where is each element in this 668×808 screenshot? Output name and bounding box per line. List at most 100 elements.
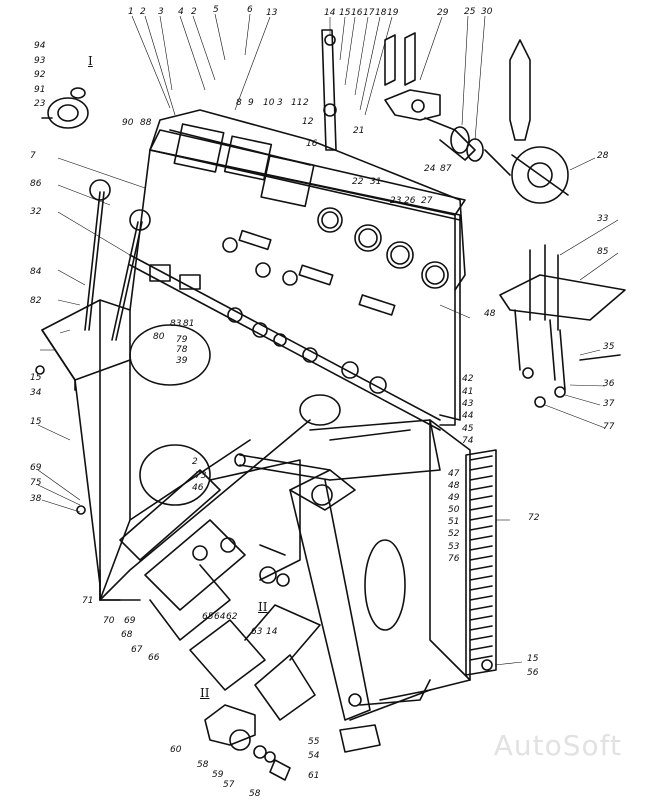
- callout-12: 16: [306, 139, 318, 149]
- callout-83: 81: [183, 319, 195, 329]
- callout-69a: 75: [30, 478, 42, 488]
- callout-48a: 15: [30, 373, 42, 383]
- callout-23: 24: [424, 164, 436, 174]
- callout-8: 9: [248, 98, 254, 108]
- callout-2c: 12: [302, 117, 314, 127]
- callout-43: 44: [462, 411, 474, 421]
- callout-61: 60: [170, 745, 182, 755]
- callout-34: 35: [603, 342, 615, 352]
- callout-74: 2: [192, 457, 198, 467]
- callout-52: 53: [448, 542, 460, 552]
- grille-block: [465, 449, 497, 676]
- callout-90: 88: [140, 118, 152, 128]
- callout-47: 48: [448, 481, 460, 491]
- callout-55: 54: [308, 751, 320, 761]
- callout-13: 13: [266, 8, 278, 18]
- dashboard: [149, 109, 466, 291]
- callout-80: 79: [176, 335, 188, 345]
- callout-10: 3: [277, 98, 283, 108]
- callout-53: 76: [448, 554, 460, 564]
- callout-6: 6: [247, 5, 253, 15]
- callout-66: 65: [202, 612, 214, 622]
- callout-15: 15: [339, 8, 351, 18]
- callout-29: 29: [437, 8, 449, 18]
- callout-7: 8: [236, 98, 242, 108]
- callout-91: 23: [34, 99, 46, 109]
- callout-59: 57: [223, 780, 235, 790]
- callout-51: 52: [448, 529, 460, 539]
- callout-94: 94: [34, 41, 46, 51]
- callout-31: 28: [597, 151, 609, 161]
- callout-70: 69: [124, 616, 136, 626]
- callout-58a: 59: [212, 770, 224, 780]
- callout-28: 27: [421, 196, 433, 206]
- callout-92: 91: [34, 85, 46, 95]
- callout-17: 17: [363, 8, 375, 18]
- callout-82: 83: [170, 319, 182, 329]
- callout-75: 38: [30, 494, 42, 504]
- callout-37: 77: [603, 422, 615, 432]
- callout-93b: 92: [34, 70, 46, 80]
- callout-65: 64: [214, 612, 226, 622]
- callout-4: 4: [178, 7, 184, 17]
- left-column: [41, 299, 131, 601]
- callout-60: 58: [197, 760, 209, 770]
- callout-35: 36: [603, 379, 615, 389]
- callout-54: 61: [308, 771, 320, 781]
- sprocket: [511, 146, 569, 204]
- callout-18: 18: [375, 8, 387, 18]
- callout-76: 69: [30, 463, 42, 473]
- callout-15d: 56: [527, 668, 539, 678]
- pedal-arm: [289, 479, 371, 721]
- callout-3b: 11: [291, 98, 303, 108]
- callout-1: 1: [128, 7, 134, 17]
- callout-88: 7: [30, 151, 36, 161]
- callout-16b: 21: [353, 126, 365, 136]
- callout-71: 70: [103, 616, 115, 626]
- callout-2d: 73: [195, 471, 207, 481]
- callout-64: 62: [226, 612, 238, 622]
- callout-62: 63: [251, 627, 263, 637]
- callout-14: 14: [324, 8, 336, 18]
- callout-45: 74: [462, 436, 474, 446]
- inset-label-I: I: [88, 54, 93, 68]
- callout-77: 15: [30, 417, 42, 427]
- callout-24: 87: [440, 164, 452, 174]
- callout-9: 10: [263, 98, 275, 108]
- callout-36: 37: [603, 399, 615, 409]
- callout-81: 80: [153, 332, 165, 342]
- callout-16: 16: [351, 8, 363, 18]
- pedal-pad-left: [189, 619, 266, 691]
- pedal-pad-right: [254, 654, 316, 721]
- callout-84: 82: [30, 296, 42, 306]
- callout-22: 31: [370, 177, 382, 187]
- callout-93a: 93: [34, 56, 46, 66]
- callout-19: 19: [387, 8, 399, 18]
- callout-50: 51: [448, 517, 460, 527]
- callout-78: 39: [176, 356, 188, 366]
- callout-21: 22: [352, 177, 364, 187]
- callout-3: 3: [158, 7, 164, 17]
- callout-48b: 49: [448, 493, 460, 503]
- callout-42: 41: [462, 387, 474, 397]
- callout-2b: 2: [191, 7, 197, 17]
- bracket-29: [384, 89, 441, 121]
- callout-27: 26: [404, 196, 416, 206]
- callout-49: 50: [448, 505, 460, 515]
- lever-left: [84, 191, 101, 331]
- callout-30: 30: [481, 7, 493, 17]
- lever-right: [111, 221, 139, 341]
- callout-79: 78: [176, 345, 188, 355]
- callout-46: 47: [448, 469, 460, 479]
- callout-63: 14: [266, 627, 278, 637]
- callout-39: 48: [484, 309, 496, 319]
- callout-14b: 15: [527, 654, 539, 664]
- callout-67: 66: [148, 653, 160, 663]
- inset-label-II-b: II: [200, 686, 210, 700]
- callout-89: 90: [122, 118, 134, 128]
- callout-44: 45: [462, 424, 474, 434]
- callout-15c: 42: [462, 374, 474, 384]
- inset-label-II-a: II: [258, 600, 268, 614]
